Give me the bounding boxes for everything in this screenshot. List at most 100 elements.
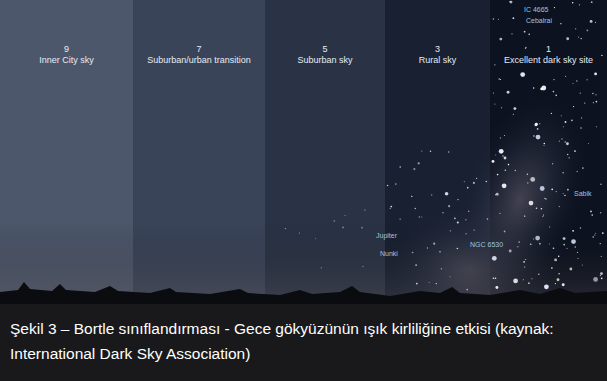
star bbox=[587, 30, 589, 32]
bortle-band: 7Suburban/urban transition bbox=[133, 0, 265, 300]
star bbox=[559, 140, 560, 141]
star bbox=[421, 216, 422, 217]
star bbox=[601, 55, 602, 56]
star bbox=[577, 171, 578, 172]
star bbox=[572, 230, 574, 232]
band-label: Suburban/urban transition bbox=[147, 55, 251, 66]
star bbox=[524, 31, 526, 33]
star bbox=[495, 286, 498, 289]
star bbox=[499, 149, 504, 154]
star bbox=[581, 117, 582, 118]
bortle-number: 7 bbox=[196, 44, 201, 55]
star bbox=[473, 182, 475, 184]
star bbox=[502, 183, 507, 188]
star bbox=[390, 208, 391, 209]
band-label: Suburban sky bbox=[297, 55, 352, 66]
star bbox=[533, 239, 534, 240]
star bbox=[415, 264, 417, 266]
star bbox=[553, 79, 554, 80]
star bbox=[527, 173, 529, 175]
star bbox=[524, 215, 525, 216]
star bbox=[541, 86, 546, 91]
star bbox=[543, 214, 544, 215]
star bbox=[558, 273, 560, 275]
star bbox=[509, 250, 512, 253]
star bbox=[581, 38, 582, 39]
star bbox=[567, 154, 568, 155]
star bbox=[555, 283, 556, 284]
bortle-number: 1 bbox=[546, 44, 551, 55]
star bbox=[457, 248, 459, 250]
star bbox=[525, 48, 526, 49]
star bbox=[580, 92, 581, 93]
star bbox=[498, 19, 499, 20]
figure-caption: Şekil 3 – Bortle sınıflandırması - Gece … bbox=[0, 304, 607, 381]
star bbox=[457, 221, 459, 223]
star bbox=[591, 1, 593, 3]
star bbox=[499, 213, 500, 214]
star bbox=[573, 83, 574, 84]
star bbox=[429, 282, 430, 283]
star bbox=[528, 282, 530, 284]
star bbox=[448, 205, 450, 207]
star bbox=[465, 233, 466, 234]
bortle-band: 5Suburban sky bbox=[265, 0, 385, 300]
star bbox=[345, 215, 346, 216]
star bbox=[567, 189, 569, 191]
star bbox=[566, 142, 569, 145]
band-label: Excellent dark sky site bbox=[504, 55, 593, 66]
star bbox=[421, 150, 422, 151]
star bbox=[529, 201, 534, 206]
star bbox=[569, 157, 570, 158]
star bbox=[511, 33, 512, 34]
star bbox=[595, 22, 596, 23]
star bbox=[580, 227, 581, 228]
star bbox=[436, 283, 437, 284]
star bbox=[561, 138, 563, 140]
sky-object-label: Nunki bbox=[380, 250, 398, 258]
star bbox=[427, 247, 428, 248]
star bbox=[487, 218, 488, 219]
star bbox=[504, 135, 505, 136]
star bbox=[596, 126, 597, 127]
star bbox=[578, 258, 579, 259]
star bbox=[595, 94, 596, 95]
sky-object-label: Jupiter bbox=[376, 232, 397, 240]
star bbox=[559, 206, 560, 207]
star bbox=[571, 239, 576, 244]
star bbox=[509, 1, 510, 2]
bortle-band: 9Inner City sky bbox=[0, 0, 133, 300]
star bbox=[493, 277, 495, 279]
star bbox=[560, 23, 561, 24]
band-label: Inner City sky bbox=[39, 55, 94, 66]
star bbox=[493, 92, 494, 93]
star bbox=[580, 127, 582, 129]
star bbox=[563, 126, 564, 127]
star bbox=[499, 38, 502, 41]
star bbox=[535, 123, 538, 126]
star bbox=[551, 113, 552, 114]
star bbox=[525, 47, 527, 49]
star bbox=[412, 252, 414, 254]
star bbox=[602, 232, 604, 234]
star bbox=[549, 243, 550, 244]
star bbox=[518, 241, 520, 243]
star bbox=[601, 277, 603, 279]
star bbox=[450, 230, 451, 231]
star bbox=[590, 20, 593, 23]
star bbox=[539, 243, 541, 245]
star bbox=[549, 226, 550, 227]
star bbox=[433, 243, 435, 245]
star bbox=[467, 187, 469, 189]
star bbox=[501, 107, 502, 108]
star bbox=[494, 64, 495, 65]
star bbox=[411, 196, 412, 197]
star bbox=[464, 181, 465, 182]
star bbox=[523, 261, 525, 263]
star bbox=[528, 33, 530, 35]
bortle-number: 5 bbox=[322, 44, 327, 55]
star bbox=[504, 157, 507, 160]
star bbox=[441, 268, 443, 270]
star bbox=[442, 212, 444, 214]
star bbox=[523, 279, 524, 280]
